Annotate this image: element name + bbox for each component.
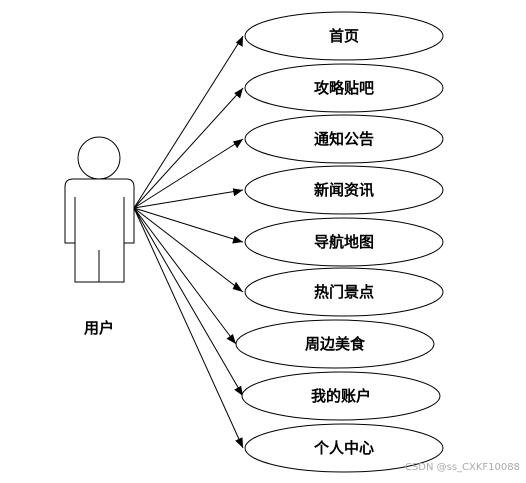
use-case-4[interactable]: 新闻资讯 bbox=[244, 165, 444, 215]
association-line-6 bbox=[133, 207, 244, 293]
use-case-ellipse bbox=[235, 319, 435, 369]
association-arrow-8 bbox=[234, 385, 243, 396]
association-arrow-2 bbox=[234, 88, 243, 99]
use-case-ellipse bbox=[244, 114, 444, 164]
association-line-3 bbox=[133, 138, 244, 209]
association-arrow-1 bbox=[235, 36, 243, 47]
association-arrow-4 bbox=[232, 188, 243, 197]
use-case-ellipse bbox=[244, 11, 444, 61]
use-case-label: 通知公告 bbox=[314, 130, 374, 148]
association-arrow-5 bbox=[232, 235, 243, 244]
use-cases: 首页 攻略贴吧 通知公告 新闻资讯 导航地图 热门景点 周边美食 我的账户 bbox=[235, 11, 444, 473]
use-case-ellipse bbox=[244, 165, 444, 215]
association-line-7 bbox=[133, 207, 237, 345]
watermark-text: CSDN @ss_CXKF10088 bbox=[404, 462, 520, 473]
use-case-ellipse bbox=[244, 217, 444, 267]
use-case-label: 我的账户 bbox=[311, 387, 371, 405]
use-case-6[interactable]: 热门景点 bbox=[244, 267, 444, 317]
use-case-label: 首页 bbox=[329, 27, 359, 45]
use-case-label: 攻略贴吧 bbox=[314, 79, 374, 97]
association-arrow-6 bbox=[232, 281, 243, 292]
use-case-label: 新闻资讯 bbox=[314, 181, 374, 199]
actor-figure bbox=[64, 136, 135, 283]
use-case-label: 周边美食 bbox=[305, 335, 366, 353]
use-case-ellipse bbox=[244, 63, 444, 113]
association-arrow-3 bbox=[232, 139, 243, 149]
use-case-ellipse bbox=[244, 267, 444, 317]
use-case-ellipse bbox=[244, 423, 444, 473]
use-case-3[interactable]: 通知公告 bbox=[244, 114, 444, 164]
use-case-2[interactable]: 攻略贴吧 bbox=[244, 63, 444, 113]
use-case-label: 个人中心 bbox=[313, 439, 374, 457]
use-case-7[interactable]: 周边美食 bbox=[235, 319, 435, 369]
use-case-label: 热门景点 bbox=[314, 283, 374, 301]
use-case-9[interactable]: 个人中心 bbox=[244, 423, 444, 473]
use-case-1[interactable]: 首页 bbox=[244, 11, 444, 61]
use-case-5[interactable]: 导航地图 bbox=[244, 217, 444, 267]
use-case-8[interactable]: 我的账户 bbox=[241, 371, 441, 421]
association-line-4 bbox=[133, 189, 244, 209]
association-line-9 bbox=[133, 207, 244, 449]
actor-label: 用户 bbox=[84, 319, 114, 337]
association-line-8 bbox=[133, 207, 244, 397]
association-line-2 bbox=[133, 87, 244, 209]
associations bbox=[133, 35, 244, 449]
association-arrow-9 bbox=[235, 437, 243, 448]
use-case-ellipse bbox=[241, 371, 441, 421]
use-case-label: 导航地图 bbox=[314, 233, 374, 251]
actor-body bbox=[64, 178, 135, 283]
association-line-5 bbox=[133, 207, 244, 243]
association-arrow-7 bbox=[226, 334, 236, 344]
association-line-1 bbox=[133, 35, 244, 209]
actor-head bbox=[77, 136, 121, 180]
